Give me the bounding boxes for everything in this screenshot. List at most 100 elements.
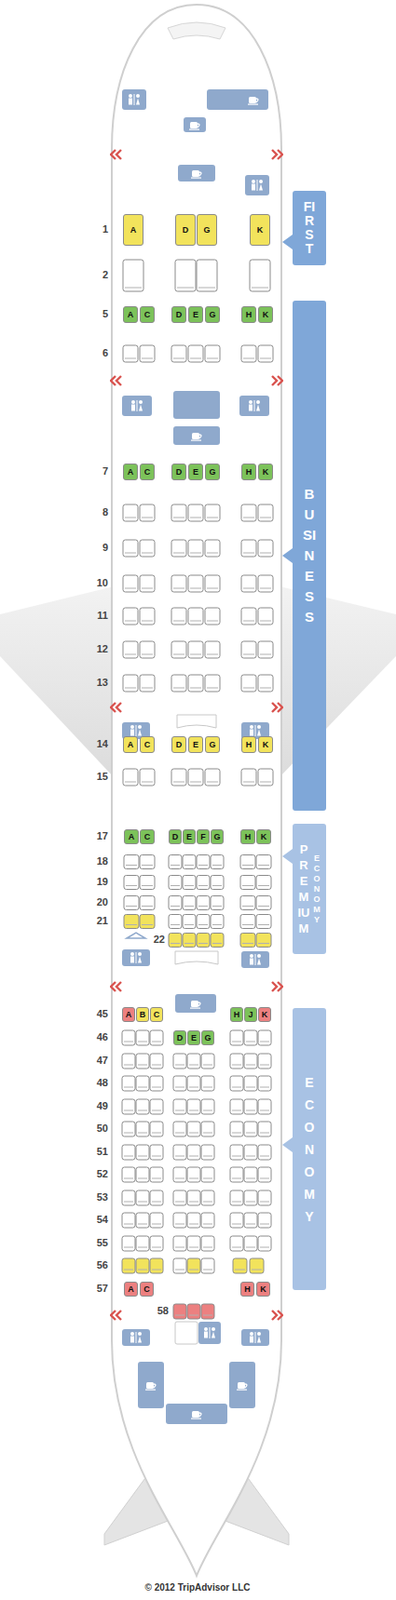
seat-cushion — [189, 1316, 199, 1318]
seat-letter: G — [208, 311, 216, 320]
seat-symbol — [258, 1191, 272, 1207]
seat: H — [230, 1008, 244, 1024]
seat-cushion — [259, 688, 272, 690]
seat-symbol — [230, 1191, 244, 1207]
seat-symbol — [204, 345, 220, 363]
seat-cushion — [124, 287, 142, 289]
seat-symbol — [196, 259, 218, 292]
seat-cushion — [123, 1065, 134, 1067]
seat-letter: D — [176, 741, 183, 751]
seat-symbol — [258, 1031, 272, 1047]
seat-symbol — [122, 1031, 136, 1047]
seat-cushion — [190, 588, 202, 590]
row-number: 6 — [102, 347, 109, 360]
seat-letter: D — [176, 468, 183, 478]
seat-cushion — [175, 1316, 185, 1318]
seat-cushion — [141, 621, 153, 623]
seat-cushion — [151, 1225, 162, 1227]
seat-symbol — [210, 897, 224, 912]
seat-cushion — [198, 287, 216, 289]
seat-cushion — [124, 782, 137, 784]
seat-symbol — [187, 1054, 201, 1070]
seat-cushion — [190, 518, 202, 519]
seat-cushion — [206, 655, 219, 656]
seat-symbol — [258, 608, 274, 626]
row-number: 9 — [102, 542, 109, 555]
seat-cushion — [259, 518, 272, 519]
section-label: ECONOMY — [302, 1072, 316, 1229]
seat: G — [196, 214, 218, 246]
seat-letter: H — [245, 741, 253, 751]
seat-cushion — [151, 1202, 162, 1204]
seat-letter: H — [245, 833, 252, 843]
seat-symbol — [244, 1214, 258, 1229]
seat-symbol — [150, 1168, 164, 1184]
seat-symbol — [122, 259, 144, 292]
seat: C — [139, 737, 155, 754]
seat-cushion — [232, 1065, 242, 1067]
seat: E — [187, 1031, 201, 1047]
seat-cushion — [141, 518, 153, 519]
seat-symbol — [240, 897, 256, 912]
seat-symbol — [188, 675, 204, 693]
seat-cushion — [173, 621, 185, 623]
seat-symbol — [201, 1168, 215, 1184]
seat-symbol — [187, 1168, 201, 1184]
seat-cushion — [258, 925, 270, 927]
seat-symbol — [196, 915, 210, 930]
seat-symbol — [122, 1214, 136, 1229]
seat-cushion — [123, 1248, 134, 1250]
seat-cushion — [184, 925, 194, 927]
seat-cushion — [170, 943, 180, 945]
seat-cushion — [141, 886, 153, 888]
seat-cushion — [243, 358, 255, 360]
seat-symbol — [240, 856, 256, 871]
seat-cushion — [184, 943, 194, 945]
seat-cushion — [125, 906, 137, 908]
seat-cushion — [245, 1157, 256, 1159]
seat-cushion — [258, 886, 270, 888]
seat: H — [240, 1283, 255, 1298]
seat: G — [204, 464, 220, 481]
seat-letter: K — [257, 226, 264, 235]
seat-cushion — [259, 1179, 270, 1181]
cabin-band: FIRST — [292, 191, 327, 266]
seat-letter: D — [176, 311, 183, 320]
seat-cushion — [175, 1248, 185, 1250]
seat-cushion — [151, 1157, 162, 1159]
seat-cushion — [242, 943, 254, 945]
seat-cushion — [173, 688, 185, 690]
seat-cushion — [206, 688, 219, 690]
seat-letter: C — [144, 311, 151, 320]
seat-cushion — [189, 1157, 199, 1159]
seat-symbol — [204, 769, 220, 787]
seat-symbol — [150, 1031, 164, 1047]
seat-symbol — [139, 345, 155, 363]
section-label: FIRST — [302, 200, 316, 257]
seat-symbol — [123, 897, 139, 912]
seat-cushion — [173, 518, 185, 519]
seat-cushion — [232, 1088, 242, 1090]
seat-cushion — [189, 1088, 199, 1090]
seat-cushion — [242, 865, 254, 867]
seat-cushion — [184, 865, 194, 867]
seat-cushion — [259, 358, 272, 360]
seat-cushion — [173, 655, 185, 656]
seat-cushion — [259, 1111, 270, 1113]
seat-cushion — [124, 688, 137, 690]
seat-letter: D — [182, 226, 190, 235]
seat-letter: K — [262, 311, 270, 320]
seat-symbol — [201, 1214, 215, 1229]
seat-symbol — [139, 856, 155, 871]
seat-cushion — [259, 588, 272, 590]
seat-cushion — [189, 1111, 199, 1113]
seat-symbol — [230, 1077, 244, 1093]
section-label: PREMIUM — [298, 842, 311, 938]
seat-letter: E — [186, 833, 192, 843]
seat-cushion — [212, 925, 222, 927]
seat-symbol — [256, 897, 272, 912]
seat-letter: H — [245, 311, 253, 320]
row-number: 49 — [96, 1101, 109, 1114]
seat-symbol — [240, 915, 256, 930]
seat: A — [123, 1283, 138, 1298]
